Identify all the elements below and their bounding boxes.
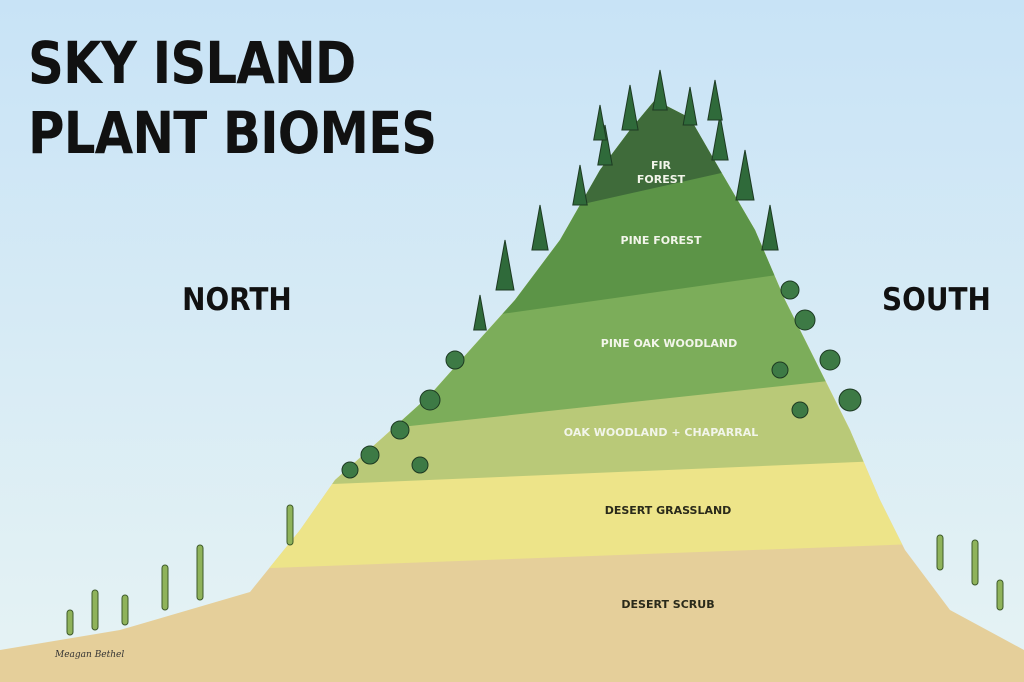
page-title: SKY ISLAND PLANT BIOMES: [28, 28, 437, 168]
cactus: [996, 579, 1004, 611]
oak-tree: [780, 280, 800, 300]
conifer-tree: [531, 204, 549, 251]
conifer-tree: [621, 84, 639, 131]
oak-tree: [791, 401, 809, 419]
oak-tree: [794, 309, 816, 331]
conifer-tree: [707, 79, 723, 121]
biome-fir-line1: FIR: [650, 159, 672, 172]
biome-fir-forest: FIR FOREST: [637, 159, 685, 187]
conifer-tree: [495, 239, 515, 291]
north-label: NORTH: [182, 282, 292, 318]
cactus: [286, 504, 294, 546]
trees: [66, 69, 1004, 636]
oak-tree: [838, 388, 862, 412]
title-line-2: PLANT BIOMES: [28, 99, 437, 167]
cactus: [196, 544, 204, 601]
conifer-tree: [711, 114, 729, 161]
conifer-tree: [593, 104, 607, 141]
conifer-tree: [572, 164, 588, 206]
oak-tree: [390, 420, 410, 440]
cactus: [91, 589, 99, 631]
biome-fir-line2: FOREST: [636, 173, 686, 186]
cactus: [66, 609, 74, 636]
biome-pine-forest: PINE FOREST: [620, 234, 702, 247]
south-label: SOUTH: [882, 282, 991, 318]
artist-signature: Meagan Bethel: [55, 650, 125, 660]
cactus: [971, 539, 979, 586]
oak-tree: [360, 445, 380, 465]
oak-tree: [341, 461, 359, 479]
title-line-1: SKY ISLAND: [28, 29, 356, 97]
conifer-tree: [652, 69, 668, 111]
biome-desert-scrub: DESERT SCRUB: [621, 598, 715, 611]
conifer-tree: [682, 86, 698, 126]
oak-tree: [771, 361, 789, 379]
conifer-tree: [597, 124, 613, 166]
conifer-tree: [761, 204, 779, 251]
conifer-tree: [473, 294, 487, 331]
biome-desert-grassland: DESERT GRASSLAND: [604, 504, 732, 517]
biome-oak-woodland-chaparral: OAK WOODLAND + CHAPARRAL: [563, 426, 759, 439]
conifer-tree: [735, 149, 755, 201]
oak-tree: [445, 350, 465, 370]
biome-pine-oak-woodland: PINE OAK WOODLAND: [600, 337, 738, 350]
cactus: [121, 594, 129, 626]
oak-tree: [419, 389, 441, 411]
cactus: [936, 534, 944, 571]
oak-tree: [819, 349, 841, 371]
oak-tree: [411, 456, 429, 474]
cactus: [161, 564, 169, 611]
